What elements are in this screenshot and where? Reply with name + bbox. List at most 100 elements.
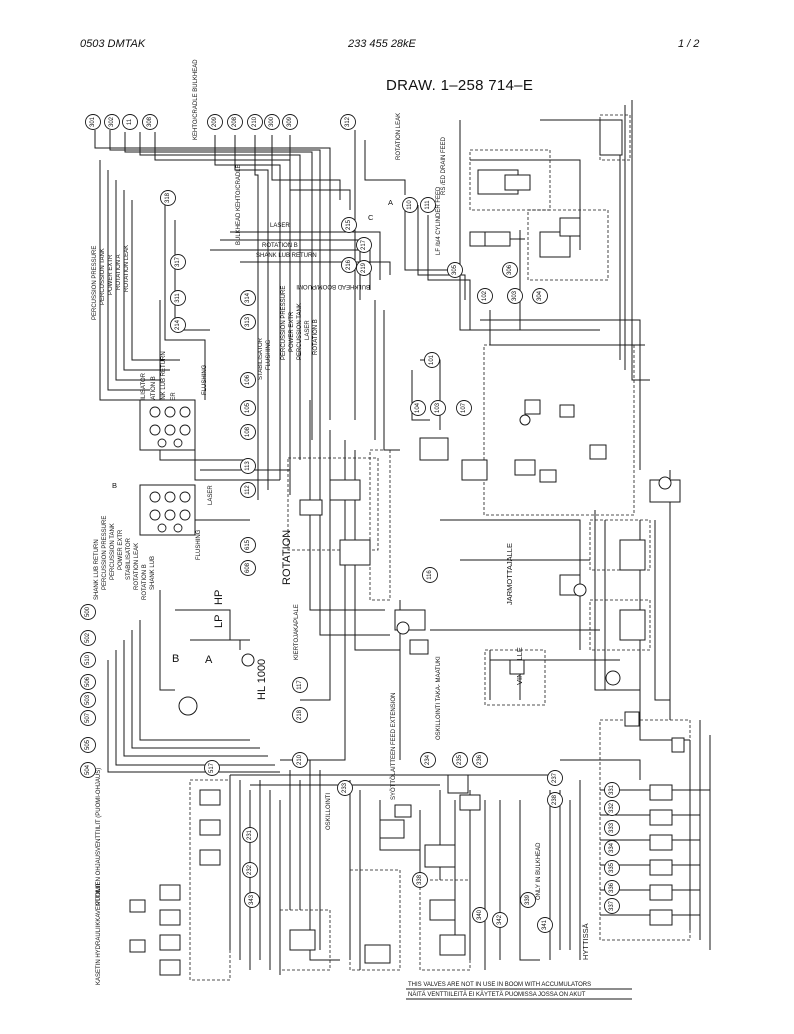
header-page-number: 1 / 2	[678, 38, 700, 50]
label-B-big: B	[172, 653, 179, 665]
manifold-lower	[139, 484, 196, 536]
svg-text:216: 216	[346, 259, 352, 270]
svg-text:504: 504	[85, 764, 91, 775]
header-left: 0503 DMTAK	[80, 38, 146, 50]
label-kiertojakaplale: KIERTOJAKAPLALE	[294, 604, 300, 660]
label-rotation-a: ROTATION A	[116, 255, 122, 290]
callout-510: 510	[80, 652, 96, 668]
label-oskillointi-taka: OSKILLOINTI TAKA- MAATUKI	[436, 656, 442, 740]
callout-313: 313	[240, 314, 256, 330]
label-bulkhead-boom: BULKHEAD BOOM/PUOMI	[296, 283, 370, 289]
label-hl-1000: HL 1000	[256, 659, 268, 700]
callout-102: 102	[477, 288, 493, 304]
drawing-title: DRAW. 1–258 714–E	[386, 77, 534, 94]
label-percussion-tank-lower: PERCUSSION TANK	[110, 523, 116, 580]
svg-text:502: 502	[85, 632, 91, 643]
callout-503: 503	[80, 692, 96, 708]
svg-text:102: 102	[482, 290, 488, 301]
callout-309: 309	[282, 114, 298, 130]
callout-233: 233	[337, 780, 353, 796]
callout-332: 332	[604, 800, 620, 816]
label-stabilisator-mid: STABILISATOR	[258, 337, 264, 380]
label-power-extr-mid: POWER EXTR	[289, 311, 295, 352]
callout-209: 209	[207, 114, 223, 130]
callout-500: 500	[80, 604, 96, 620]
callout-11: 11	[122, 114, 138, 130]
label-shank-lub-lower: SHANK LUB	[150, 556, 156, 590]
svg-text:103: 103	[435, 402, 441, 413]
svg-text:305: 305	[452, 264, 458, 275]
svg-text:104: 104	[415, 402, 421, 413]
label-percussion-tank: PERCUSSION TANK	[100, 248, 106, 305]
svg-text:505: 505	[85, 739, 91, 750]
callout-338: 338	[412, 872, 428, 888]
svg-text:210: 210	[252, 116, 258, 127]
callout-235: 235	[452, 752, 468, 768]
label-power-extr-lower: POWER EXTR	[118, 529, 124, 570]
svg-text:615: 615	[245, 539, 251, 550]
svg-text:517: 517	[209, 762, 215, 773]
label-laser-lower: LASER	[208, 485, 214, 505]
label-b-marker: B	[112, 481, 117, 490]
svg-text:231: 231	[247, 829, 253, 840]
callout-312: 312	[340, 114, 356, 130]
callout-505: 505	[80, 737, 96, 753]
label-rotation-b-mid: ROTATION B	[313, 319, 319, 355]
svg-text:335: 335	[609, 862, 615, 873]
callout-232: 232	[242, 862, 258, 878]
label-percussion-pressure: PERCUSSION PRESSURE	[92, 246, 98, 320]
callout-117: 117	[292, 677, 308, 693]
svg-text:108: 108	[245, 426, 251, 437]
callout-333: 333	[604, 820, 620, 836]
svg-text:111: 111	[425, 200, 431, 210]
label-kasetti: KASETIN HYDRAULIIKKAVENTTIILIT	[96, 882, 102, 985]
cylinder-feed	[469, 231, 525, 247]
label-c-marker: C	[368, 213, 374, 222]
callout-112: 112	[240, 482, 256, 498]
label-rotation-leak-lower: ROTATION LEAK	[134, 543, 140, 590]
svg-text:215: 215	[346, 219, 352, 230]
callout-336: 336	[604, 880, 620, 896]
svg-text:217: 217	[361, 239, 367, 250]
callout-107: 107	[456, 400, 472, 416]
svg-text:340: 340	[477, 909, 483, 920]
callout-340: 340	[472, 907, 488, 923]
callout-301: 301	[85, 114, 101, 130]
callout-341: 341	[537, 917, 553, 933]
callout-216: 216	[341, 257, 357, 273]
callout-106: 106	[240, 372, 256, 388]
svg-text:317: 317	[175, 256, 181, 267]
svg-text:105: 105	[245, 402, 251, 413]
label-shank-lub-return-top: SHANK LUB RETURN	[256, 253, 317, 259]
callout-506: 506	[80, 674, 96, 690]
manifold-upper	[139, 399, 196, 451]
dashed-enclosures	[189, 114, 691, 981]
callout-219: 219	[356, 260, 372, 276]
svg-text:308: 308	[147, 116, 153, 127]
callout-314: 314	[240, 290, 256, 306]
callout-308: 308	[142, 114, 158, 130]
callout-234: 234	[420, 752, 436, 768]
svg-text:309: 309	[287, 116, 293, 127]
callout-304: 304	[532, 288, 548, 304]
label-only-in-bulkhead: ONLY IN BULKHEAD	[536, 842, 542, 900]
label-rs-ed-drain-feed: RS /ED DRAIN FEED	[441, 136, 447, 195]
svg-text:238: 238	[552, 794, 558, 805]
label-rotation-leak: ROTATION LEAK	[396, 113, 402, 160]
svg-text:116: 116	[427, 570, 433, 580]
callout-302: 302	[104, 114, 120, 130]
svg-text:113: 113	[245, 461, 251, 471]
svg-text:210: 210	[297, 754, 303, 765]
svg-text:106: 106	[245, 374, 251, 385]
svg-text:235: 235	[457, 754, 463, 765]
label-stabilisator-lower: STABILISATOR	[126, 537, 132, 580]
svg-text:300: 300	[269, 116, 275, 127]
svg-text:332: 332	[609, 802, 615, 813]
svg-text:318: 318	[165, 192, 171, 203]
svg-text:236: 236	[477, 754, 483, 765]
label-syotto: SYÖTTÖLAITTEEN FEED EXTENSION	[390, 693, 397, 800]
svg-text:339: 339	[525, 894, 531, 905]
svg-text:311: 311	[175, 293, 181, 303]
callout-210: 210	[247, 114, 263, 130]
